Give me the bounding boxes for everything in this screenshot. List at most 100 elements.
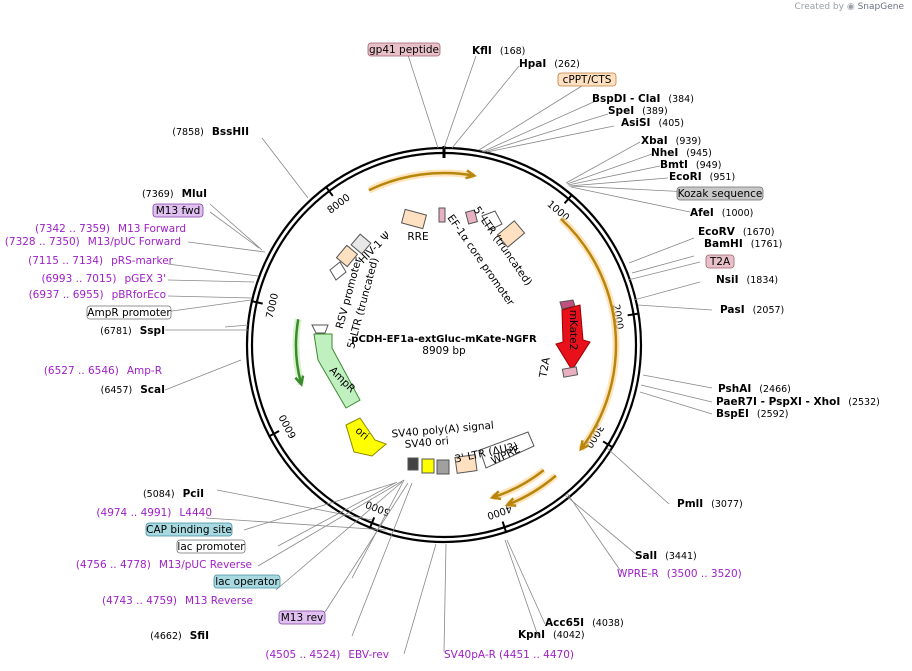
primer-label: (7328 .. 7350)M13/pUC Forward: [5, 236, 181, 248]
leader-line: [167, 295, 253, 299]
enzyme-label: BmtI(949): [660, 159, 721, 171]
feature-label: 5' LTR (truncated): [471, 204, 535, 288]
primer-label: (6993 .. 7015)pGEX 3': [41, 273, 166, 285]
leader-line: [209, 203, 263, 251]
leader-line: [481, 99, 599, 153]
feature-box: [705, 254, 735, 269]
feature-box: [676, 186, 764, 201]
leader-line: [351, 479, 405, 579]
enzyme-label: PasI(2057): [720, 304, 784, 316]
enzyme-label: AsiSI(405): [621, 117, 684, 129]
leader-line: [277, 481, 398, 547]
enzyme-label: Acc65I(4038): [545, 617, 624, 629]
leader-line: [567, 165, 661, 186]
leader-line: [224, 324, 249, 328]
feature-box: [278, 610, 326, 625]
feature-box: [86, 305, 172, 320]
tick-mark: [627, 312, 640, 317]
hiv-box: [464, 209, 479, 225]
tick-label: 6000: [278, 412, 300, 440]
ori-arrow: [345, 417, 387, 457]
leader-line: [209, 211, 260, 249]
feature-box-label: cPPT/CTS: [563, 74, 612, 86]
polya-box: [436, 459, 450, 475]
leader-line: [565, 141, 641, 184]
leader-line: [407, 54, 439, 149]
mkate2-arrow: [555, 304, 591, 371]
arc-top-glow: [367, 169, 475, 194]
primer-label: (6937 .. 6955)pBRforEco: [29, 289, 166, 301]
enzyme-label: PmlI(3077): [677, 498, 743, 510]
leader-line: [566, 153, 653, 185]
leader-line: [257, 479, 405, 567]
primer-label: SV40pA-R: [444, 649, 496, 661]
arc-bottom-2-head: [489, 490, 502, 501]
plasmid-size: 8909 bp: [422, 345, 466, 357]
ef1a-box: [496, 220, 526, 248]
feature-box: [152, 203, 204, 218]
leader-line: [606, 447, 670, 505]
leader-line: [216, 489, 373, 521]
leader-line: [640, 384, 713, 403]
feature-label: T2A: [537, 356, 553, 380]
enzyme-label: (4662)SfiI: [150, 630, 209, 642]
feature-box: [145, 522, 233, 537]
leader-line: [570, 186, 691, 213]
snapgene-logo-icon: ◉: [846, 2, 855, 12]
rre-box: [400, 208, 428, 230]
rsv-box: [335, 244, 359, 268]
feature-box-label: M13 rev: [281, 612, 324, 624]
leader-line: [633, 281, 701, 301]
arc-bottom-1: [506, 474, 557, 507]
leader-line: [631, 255, 695, 274]
primer-label: (7342 .. 7359)M13 Forward: [35, 223, 186, 235]
leader-line: [324, 482, 409, 613]
tick-mark: [250, 299, 263, 305]
primer-label: (7115 .. 7134)pRS-marker: [28, 255, 174, 267]
feature-box: [367, 42, 441, 57]
sv40-box-1: [407, 457, 419, 471]
leader-line: [403, 543, 437, 655]
enzyme-label: SpeI(389): [608, 105, 668, 117]
enzyme-label: BspEI(2592): [716, 408, 788, 420]
enzyme-label: AfeI(1000): [690, 207, 753, 219]
sv40-ori-box: [421, 458, 435, 474]
feature-box-label: gp41 peptide: [369, 44, 439, 56]
enzyme-label: BamHI(1761): [704, 238, 782, 250]
arc-bottom-2: [491, 469, 545, 499]
leader-line: [637, 304, 713, 311]
ltr5-left-arrow: [329, 261, 347, 281]
arc-right: [560, 217, 618, 450]
feature-shapes: [311, 207, 591, 475]
arc-ampr-head: [294, 375, 305, 388]
leader-line: [627, 261, 701, 281]
feature-box-label: lac promoter: [177, 541, 245, 553]
enzyme-label: KpnI(4042): [518, 629, 585, 641]
tick-label: 7000: [265, 292, 281, 319]
enzyme-label: SalI(3441): [635, 550, 697, 562]
feature-box-label: T2A: [709, 256, 731, 268]
primer-label: (6527 .. 6546)Amp-R: [44, 365, 162, 377]
leader-line: [205, 517, 387, 531]
tick-mark: [602, 440, 614, 449]
leader-line: [164, 299, 252, 313]
arc-bottom-1-head: [504, 497, 517, 507]
credit-brand: SnapGene: [857, 2, 904, 12]
primer-label: (4743 .. 4759)M13 Reverse: [102, 595, 253, 607]
leader-line: [564, 494, 639, 557]
enzyme-label: KflI(168): [472, 45, 525, 57]
enzyme-label: NsiI(1834): [716, 274, 778, 286]
enzyme-label: PaeR7I - PspXI - XhoI(2532): [716, 396, 880, 408]
gp41-box: [438, 207, 446, 223]
feature-arcs: [292, 169, 620, 509]
leader-line: [478, 83, 586, 151]
tick-mark: [267, 430, 280, 438]
leader-line: [566, 492, 623, 574]
leader-line: [639, 391, 713, 415]
leader-line: [443, 55, 477, 149]
small-left-box: [311, 324, 329, 334]
plasmid-name: pCDH-EF1a-extGluc-mKate-NGFR: [351, 334, 537, 345]
leader-line: [351, 482, 413, 637]
feature-box-label: CAP binding site: [146, 524, 232, 536]
leader-line: [164, 359, 242, 391]
